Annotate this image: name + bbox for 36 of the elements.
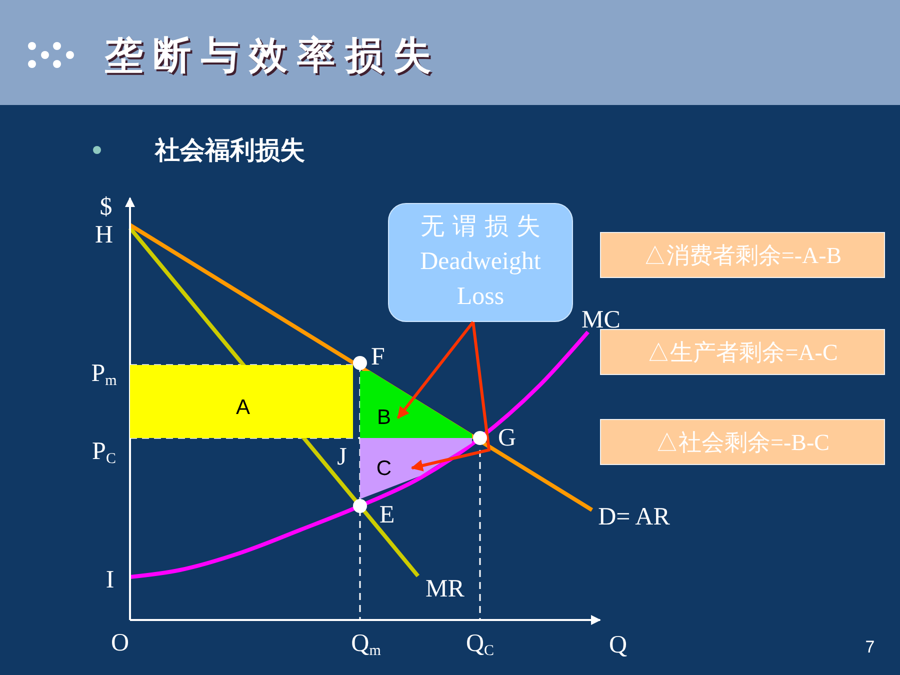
axis-label: P$_{C}$ (92, 439, 116, 467)
axis-label: MC (582, 308, 620, 332)
axis-label: F (371, 344, 385, 370)
formula-box (600, 329, 885, 375)
callout-text: Deadweight Loss (419, 247, 542, 312)
callout-heading: 无谓损失 (420, 212, 548, 242)
axis-label: J (337, 444, 347, 470)
arrow (396, 321, 474, 419)
axis-label: H (94, 222, 114, 248)
surplus-area (130, 365, 353, 438)
axis-label: MR (426, 576, 464, 602)
axis-label: E (379, 502, 395, 528)
arrow (410, 322, 491, 472)
axis-label: Q$_{C}$ (466, 631, 494, 659)
area-label: B (377, 406, 391, 430)
slide-title: 垄断与效率损失 (105, 32, 441, 79)
callout-box (388, 203, 573, 322)
axis-label: I (106, 568, 114, 592)
axis-label: $ (100, 194, 112, 220)
axis-label: P$_{m}$ (91, 361, 117, 389)
axis-label: O (110, 630, 130, 656)
area-label: C (376, 457, 392, 481)
surplus-area (360, 371, 472, 438)
axis-label: G (498, 426, 516, 450)
formula-text: △生产者剩余=A-C (647, 338, 838, 366)
axis-label: Q (608, 632, 628, 658)
axis-label: Q$_{m}$ (351, 631, 381, 659)
page-number: 7 (865, 638, 875, 656)
area-label: A (236, 396, 250, 420)
axis-label: D= AR (598, 504, 670, 530)
formula-text: △消费者剩余=-A-B (643, 242, 842, 270)
formula-text: △社会剩余=-B-C (656, 428, 830, 456)
surplus-area (360, 438, 472, 499)
bullet-text: 社会福利损失 (155, 138, 305, 162)
formula-box (600, 232, 885, 278)
formula-box (600, 419, 885, 465)
